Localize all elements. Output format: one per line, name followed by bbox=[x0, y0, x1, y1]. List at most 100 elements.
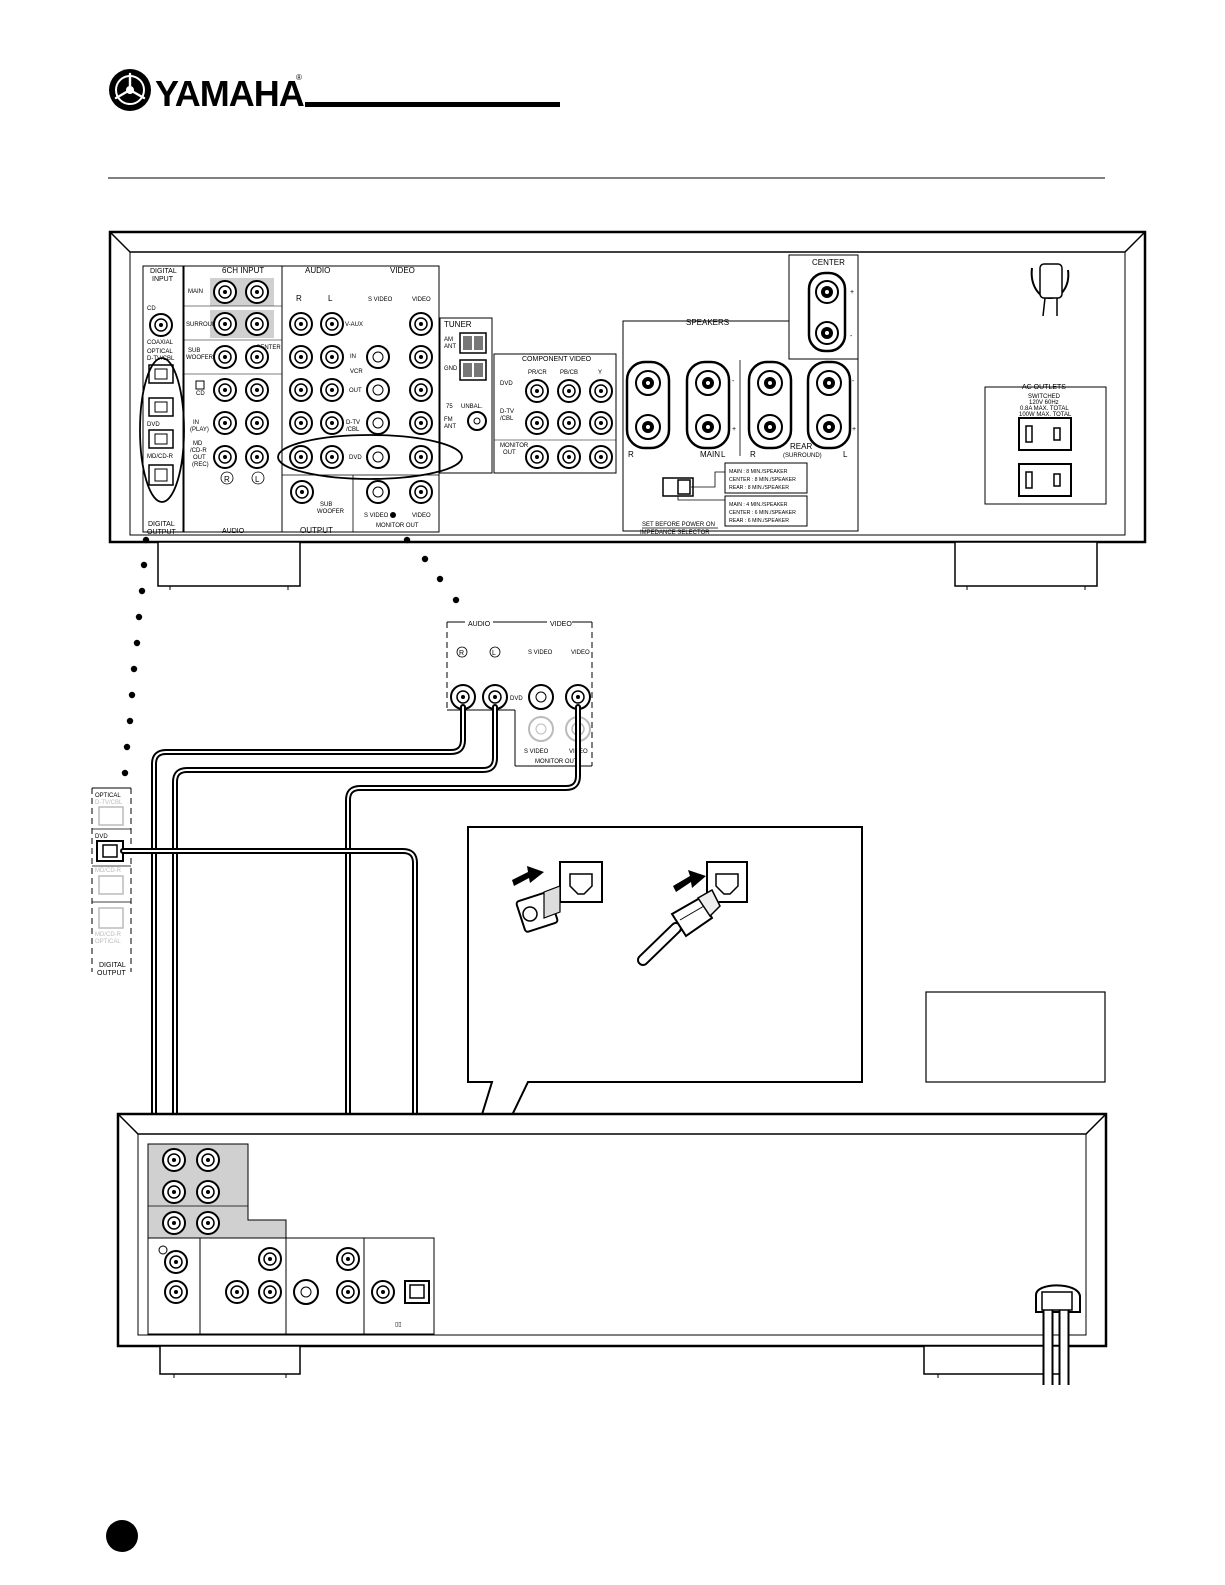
optical-plug-insertion-illustration bbox=[637, 861, 748, 966]
note-box bbox=[925, 991, 1106, 1083]
svg-text:UNBAL.: UNBAL. bbox=[461, 404, 483, 410]
svg-text:+: + bbox=[732, 426, 736, 433]
svg-text:AC OUTLETS: AC OUTLETS bbox=[1022, 384, 1066, 391]
svg-text:OUT: OUT bbox=[349, 388, 362, 394]
svg-text:DVD: DVD bbox=[95, 834, 108, 840]
svg-text:SURROUND: SURROUND bbox=[186, 322, 221, 328]
svg-text:/CBL: /CBL bbox=[346, 427, 360, 433]
svg-text:V-AUX: V-AUX bbox=[345, 322, 363, 328]
svg-text:AUDIO: AUDIO bbox=[468, 621, 491, 628]
svg-text:OPTICAL: OPTICAL bbox=[95, 939, 121, 945]
svg-text:(SURROUND): (SURROUND) bbox=[783, 453, 822, 459]
svg-text:120V 60Hz: 120V 60Hz bbox=[1029, 400, 1059, 406]
six-ch-jacks[interactable] bbox=[213, 280, 269, 369]
svg-text:OUTPUT: OUTPUT bbox=[147, 529, 177, 536]
svg-text:R: R bbox=[459, 650, 464, 657]
svg-text:INPUT: INPUT bbox=[152, 276, 174, 283]
svg-text:COAXIAL: COAXIAL bbox=[147, 340, 174, 346]
svg-text:ANT: ANT bbox=[444, 424, 456, 430]
svg-text:OUT: OUT bbox=[193, 455, 206, 461]
svg-text:MONITOR OUT: MONITOR OUT bbox=[376, 523, 419, 529]
svg-text:PR/CR: PR/CR bbox=[528, 370, 547, 376]
detail-dvd-jacks[interactable] bbox=[450, 684, 591, 710]
svg-text:DVD: DVD bbox=[349, 455, 362, 461]
svg-text:VCR: VCR bbox=[350, 369, 363, 375]
am-antenna-terminals[interactable] bbox=[459, 332, 487, 381]
svg-text:+: + bbox=[852, 426, 856, 433]
svg-text:WOOFER: WOOFER bbox=[186, 355, 214, 361]
svg-text:/CBL: /CBL bbox=[500, 416, 514, 422]
svg-text:DVD: DVD bbox=[147, 422, 160, 428]
svg-text:L: L bbox=[492, 650, 496, 657]
power-cord-clamp bbox=[1030, 263, 1070, 317]
svg-text:CENTER : 8 MIN./SPEAKER: CENTER : 8 MIN./SPEAKER bbox=[729, 477, 796, 483]
fm-antenna-jack[interactable] bbox=[467, 411, 487, 431]
svg-text:MONITOR: MONITOR bbox=[500, 443, 529, 449]
svg-text:-: - bbox=[852, 378, 855, 385]
av-jacks[interactable] bbox=[289, 312, 433, 469]
svg-text:COMPONENT VIDEO: COMPONENT VIDEO bbox=[522, 356, 592, 363]
dvd-player-jacks[interactable] bbox=[162, 1148, 430, 1305]
svg-text:OUTPUT: OUTPUT bbox=[300, 526, 333, 535]
svg-text:TUNER: TUNER bbox=[444, 320, 472, 329]
svg-text:+: + bbox=[850, 289, 854, 296]
svg-text:L: L bbox=[328, 294, 333, 303]
callout-box bbox=[427, 826, 863, 1291]
svg-text:DIGITAL: DIGITAL bbox=[150, 268, 177, 275]
svg-text:ANT: ANT bbox=[444, 344, 456, 350]
svg-text:VIDEO: VIDEO bbox=[412, 297, 431, 303]
optical-cap-removal-illustration bbox=[512, 861, 603, 933]
svg-text:CD: CD bbox=[147, 306, 156, 312]
svg-text:SET BEFORE POWER ON: SET BEFORE POWER ON bbox=[642, 522, 715, 528]
svg-text:REAR: REAR bbox=[790, 442, 812, 451]
ac-outlets[interactable] bbox=[1018, 417, 1072, 497]
svg-text:L: L bbox=[721, 450, 726, 459]
svg-text:CENTER: CENTER bbox=[812, 258, 845, 267]
svg-text:IN: IN bbox=[350, 354, 356, 360]
brand-name: YAMAHA bbox=[155, 73, 305, 114]
svg-text:GND: GND bbox=[444, 366, 458, 372]
svg-text:MAIN : 4 MIN./SPEAKER: MAIN : 4 MIN./SPEAKER bbox=[729, 502, 788, 508]
svg-text:SWITCHED: SWITCHED bbox=[1028, 394, 1061, 400]
component-video-jacks[interactable] bbox=[525, 379, 613, 469]
impedance-selector-switch[interactable] bbox=[662, 477, 694, 497]
svg-text:/CD-R: /CD-R bbox=[190, 448, 207, 454]
svg-text:CENTER : 6 MIN./SPEAKER: CENTER : 6 MIN./SPEAKER bbox=[729, 510, 796, 516]
svg-text:REAR : 6 MIN./SPEAKER: REAR : 6 MIN./SPEAKER bbox=[729, 518, 789, 524]
svg-text:R: R bbox=[750, 450, 756, 459]
svg-text:DIGITAL: DIGITAL bbox=[99, 962, 126, 969]
svg-text:S VIDEO: S VIDEO bbox=[528, 650, 553, 656]
audio-in-jacks[interactable] bbox=[213, 378, 269, 469]
svg-text:MAIN: MAIN bbox=[188, 289, 203, 295]
svg-text:D-TV: D-TV bbox=[346, 420, 360, 426]
svg-text:MAIN : 8 MIN./SPEAKER: MAIN : 8 MIN./SPEAKER bbox=[729, 469, 788, 475]
svg-text:PB/CB: PB/CB bbox=[560, 370, 578, 376]
svg-text:75: 75 bbox=[446, 404, 453, 410]
coaxial-jack[interactable] bbox=[149, 313, 173, 337]
svg-text:DVD: DVD bbox=[510, 696, 523, 702]
dvd-jack-detail: AUDIO VIDEO R L S VIDEO VIDEO DVD S VIDE… bbox=[446, 621, 593, 767]
yamaha-logo: YAMAHA ® bbox=[109, 69, 306, 114]
svg-text:D-TV/CBL: D-TV/CBL bbox=[147, 356, 175, 362]
svg-text:CENTER: CENTER bbox=[256, 345, 281, 351]
monitor-out-jacks[interactable] bbox=[290, 480, 433, 504]
svg-text:AUDIO: AUDIO bbox=[305, 266, 330, 275]
speaker-terminals[interactable] bbox=[625, 271, 852, 450]
svg-text:OPTICAL: OPTICAL bbox=[95, 793, 121, 799]
svg-text:0.8A MAX. TOTAL: 0.8A MAX. TOTAL bbox=[1020, 406, 1069, 412]
leader-dots bbox=[121, 536, 460, 777]
svg-text:OUT: OUT bbox=[503, 450, 516, 456]
svg-text:CD: CD bbox=[196, 391, 205, 397]
svg-text:(PLAY): (PLAY) bbox=[190, 427, 209, 433]
svg-text:6CH INPUT: 6CH INPUT bbox=[222, 266, 264, 275]
svg-text:▯▯: ▯▯ bbox=[395, 1322, 402, 1328]
svg-text:R: R bbox=[296, 294, 302, 303]
optical-dvd-jack[interactable] bbox=[96, 840, 124, 862]
header-bar bbox=[305, 102, 560, 107]
svg-text:VIDEO: VIDEO bbox=[390, 266, 415, 275]
svg-text:-: - bbox=[732, 378, 735, 385]
svg-text:MD/CD-R: MD/CD-R bbox=[95, 932, 122, 938]
svg-text:Y: Y bbox=[598, 370, 602, 376]
svg-text:VIDEO: VIDEO bbox=[550, 621, 572, 628]
